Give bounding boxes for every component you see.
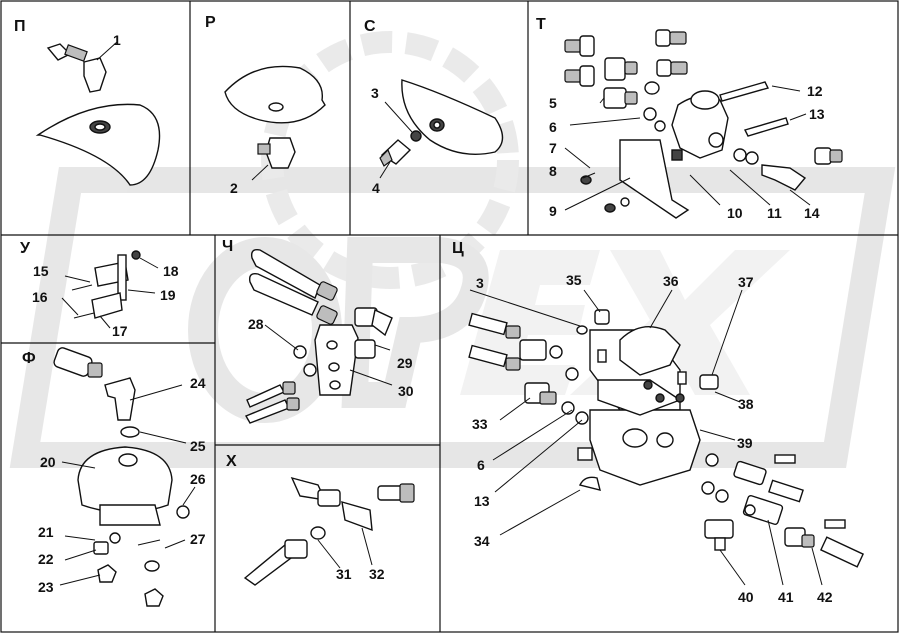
callout-11: 11	[767, 205, 782, 221]
callout-8: 8	[549, 163, 557, 179]
callout-37: 37	[738, 274, 754, 290]
callout-16: 16	[32, 289, 48, 305]
section-label-u: У	[20, 240, 30, 257]
callout-41: 41	[778, 589, 794, 605]
section-label-t: Т	[536, 16, 546, 33]
section-label-ch: Ч	[222, 238, 234, 255]
section-h-drawing	[243, 476, 415, 586]
section-r-drawing	[224, 65, 326, 181]
callout-36: 36	[663, 273, 679, 289]
callout-40: 40	[738, 589, 754, 605]
callout-13-ts: 13	[474, 493, 490, 509]
section-ts-drawing	[468, 289, 865, 586]
callout-17: 17	[112, 323, 128, 339]
callout-15: 15	[33, 263, 49, 279]
callout-39: 39	[737, 435, 753, 451]
callout-38: 38	[738, 396, 754, 412]
callout-31: 31	[336, 566, 352, 582]
callout-1: 1	[113, 32, 121, 48]
callout-23: 23	[38, 579, 54, 595]
callout-42: 42	[817, 589, 833, 605]
callout-12: 12	[807, 83, 823, 99]
callout-3-s: 3	[371, 85, 379, 101]
callout-6-ts: 6	[477, 457, 485, 473]
callout-6-t: 6	[549, 119, 557, 135]
callout-34: 34	[474, 533, 490, 549]
callout-30: 30	[398, 383, 414, 399]
callout-26: 26	[190, 471, 206, 487]
callout-9: 9	[549, 203, 557, 219]
callout-10: 10	[727, 205, 743, 221]
section-label-ts: Ц	[452, 240, 464, 257]
callout-14: 14	[804, 205, 820, 221]
callout-2: 2	[230, 180, 238, 196]
callout-24: 24	[190, 375, 206, 391]
callout-27: 27	[190, 531, 206, 547]
section-label-h: Х	[226, 453, 237, 470]
section-label-s: С	[364, 18, 376, 35]
callout-25: 25	[190, 438, 206, 454]
callout-3-ts: 3	[476, 275, 484, 291]
callout-4: 4	[372, 180, 380, 196]
callout-32: 32	[369, 566, 385, 582]
callout-21: 21	[38, 524, 54, 540]
callout-7: 7	[549, 140, 557, 156]
callout-28: 28	[248, 316, 264, 332]
callout-13-t: 13	[809, 106, 825, 122]
section-ch-drawing	[244, 248, 393, 424]
section-s-drawing	[379, 79, 504, 179]
section-t-drawing	[564, 29, 843, 219]
callout-19: 19	[160, 287, 176, 303]
section-label-r: Р	[205, 14, 216, 31]
section-u-drawing	[61, 250, 159, 329]
callout-5: 5	[549, 95, 557, 111]
section-p-drawing	[35, 41, 161, 186]
callout-35: 35	[566, 272, 582, 288]
callout-20: 20	[40, 454, 56, 470]
section-label-p: П	[14, 18, 26, 35]
callout-33: 33	[472, 416, 488, 432]
section-f-drawing	[53, 347, 196, 607]
section-label-f: Ф	[22, 350, 36, 367]
callout-22: 22	[38, 551, 54, 567]
callout-29: 29	[397, 355, 413, 371]
callout-18: 18	[163, 263, 179, 279]
